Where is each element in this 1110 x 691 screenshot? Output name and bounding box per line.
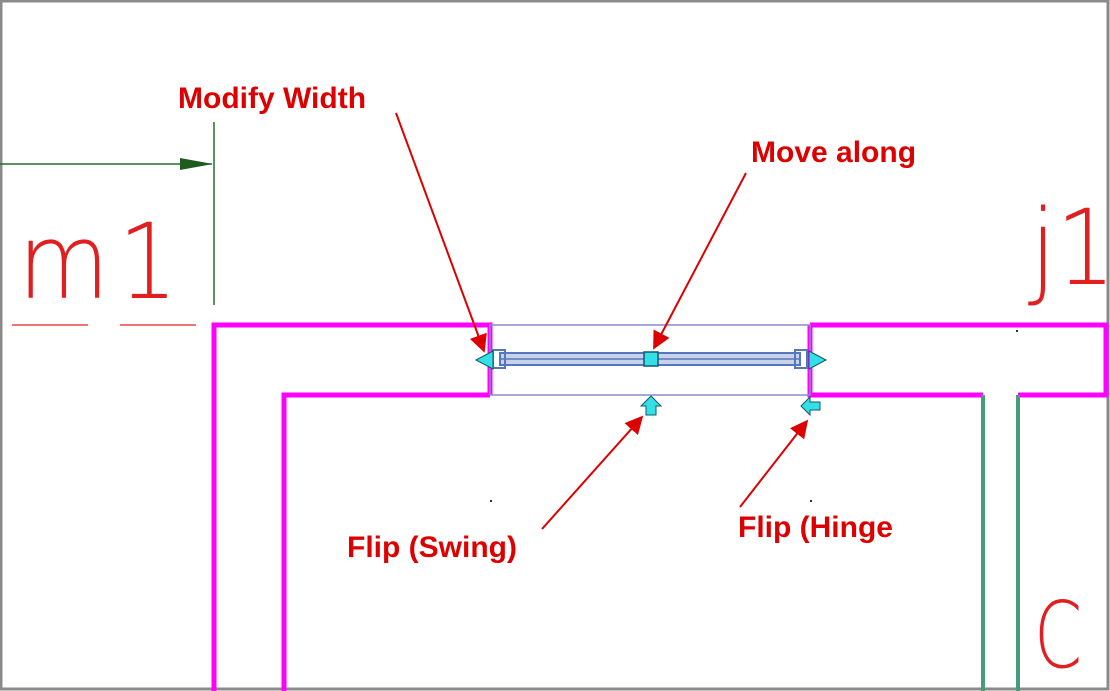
arrow-right-grip-icon[interactable] <box>808 350 828 370</box>
leader-flip-swing <box>541 415 644 530</box>
snap-point <box>810 500 812 502</box>
room-tag-m1: m1 <box>18 201 187 323</box>
arrow-up-grip-icon[interactable] <box>639 395 663 416</box>
wall-left-inner <box>281 392 490 691</box>
room-tag-c: C <box>1034 582 1083 689</box>
arrow-left-small-grip-icon[interactable] <box>800 395 821 417</box>
room-tag-j1: j1 <box>1030 187 1110 309</box>
wall-left-outer <box>211 322 493 691</box>
callout-flip-hinge: Flip (Hinge <box>738 511 893 544</box>
snap-point <box>490 500 492 502</box>
callout-flip-swing: Flip (Swing) <box>347 531 517 564</box>
snap-point <box>1016 330 1018 332</box>
leader-modify-width <box>395 112 487 353</box>
wall-right-outer <box>810 322 1109 398</box>
square-grip-icon[interactable] <box>643 351 659 367</box>
door-jamb-right <box>794 349 808 369</box>
arrow-left-grip-icon[interactable] <box>474 350 494 370</box>
leader-flip-hinge <box>739 419 809 508</box>
dimension-arrowhead-icon <box>180 158 213 170</box>
callout-modify-width: Modify Width <box>178 82 367 115</box>
callout-move-along: Move along <box>751 136 917 169</box>
wall-right-inner <box>807 325 983 398</box>
leader-move-along <box>653 172 747 350</box>
